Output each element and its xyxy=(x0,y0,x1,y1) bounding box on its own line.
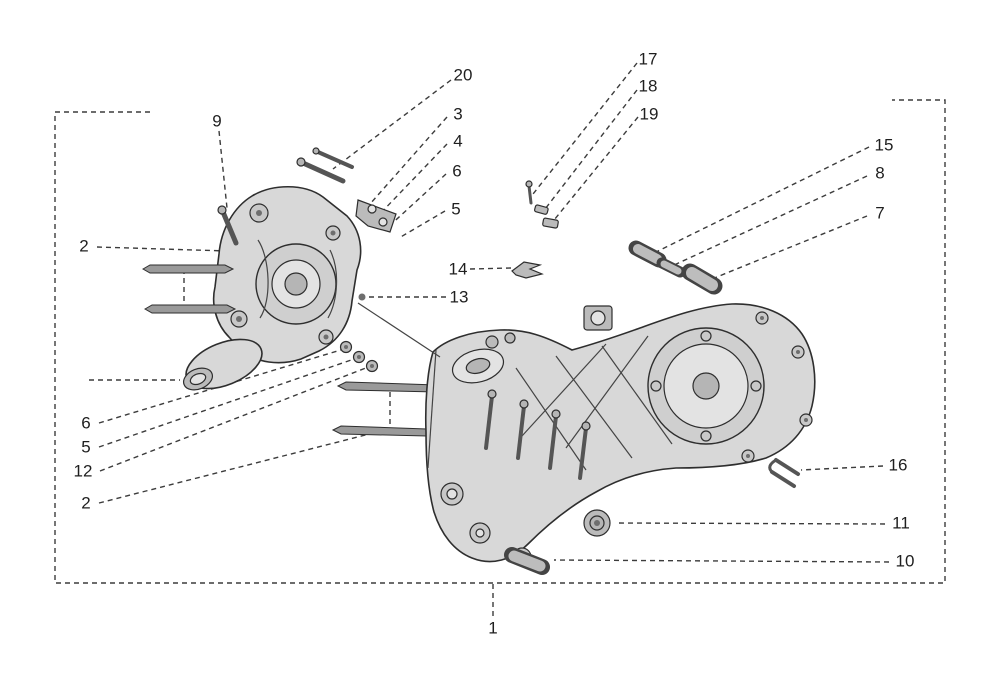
callout-7: 7 xyxy=(875,204,884,223)
stud-bolt-9 xyxy=(217,205,239,246)
callout-17: 17 xyxy=(639,50,658,69)
callout-11: 11 xyxy=(892,514,910,533)
callout-6-left: 6 xyxy=(81,414,90,433)
callout-8: 8 xyxy=(875,164,884,183)
small-fasteners-17-18-19 xyxy=(525,180,559,229)
mounting-bracket xyxy=(355,199,397,233)
crankcase-half-left xyxy=(182,186,362,391)
dowel-13 xyxy=(358,293,366,301)
callout-12: 12 xyxy=(74,462,93,481)
stud-bolt-20 xyxy=(296,147,354,184)
callout-14: 14 xyxy=(449,260,468,279)
assembly-boundary-box xyxy=(54,99,946,584)
callout-15: 15 xyxy=(875,136,894,155)
drain-plug-11 xyxy=(583,509,611,537)
callout-5-upper: 5 xyxy=(451,200,460,219)
callout-labels: 20 3 4 6 5 17 18 19 15 8 7 9 2 14 13 6 5… xyxy=(74,50,915,638)
pins-and-bushings xyxy=(628,240,723,295)
callout-10: 10 xyxy=(896,552,915,571)
callout-9: 9 xyxy=(212,112,221,131)
fork-clip-16 xyxy=(768,458,800,488)
crankcase-half-right xyxy=(357,302,816,567)
callout-4: 4 xyxy=(453,132,462,151)
callout-18: 18 xyxy=(639,77,658,96)
long-studs xyxy=(141,264,447,437)
callout-2-upper-left: 2 xyxy=(79,237,88,256)
callout-2-lower-left: 2 xyxy=(81,494,90,513)
cylinder-plug-10 xyxy=(504,547,550,575)
callout-20: 20 xyxy=(454,66,473,85)
callout-5-left: 5 xyxy=(81,438,90,457)
cylinder-studs xyxy=(484,389,591,480)
callout-16: 16 xyxy=(889,456,908,475)
callout-13: 13 xyxy=(450,288,469,307)
washer-nut-set xyxy=(339,293,379,373)
callout-6-upper: 6 xyxy=(452,162,461,181)
oil-seal-block xyxy=(583,305,613,331)
callout-19: 19 xyxy=(640,105,659,124)
retainer-clip-14 xyxy=(511,261,544,279)
callout-1: 1 xyxy=(488,619,497,638)
callout-3: 3 xyxy=(453,105,462,124)
